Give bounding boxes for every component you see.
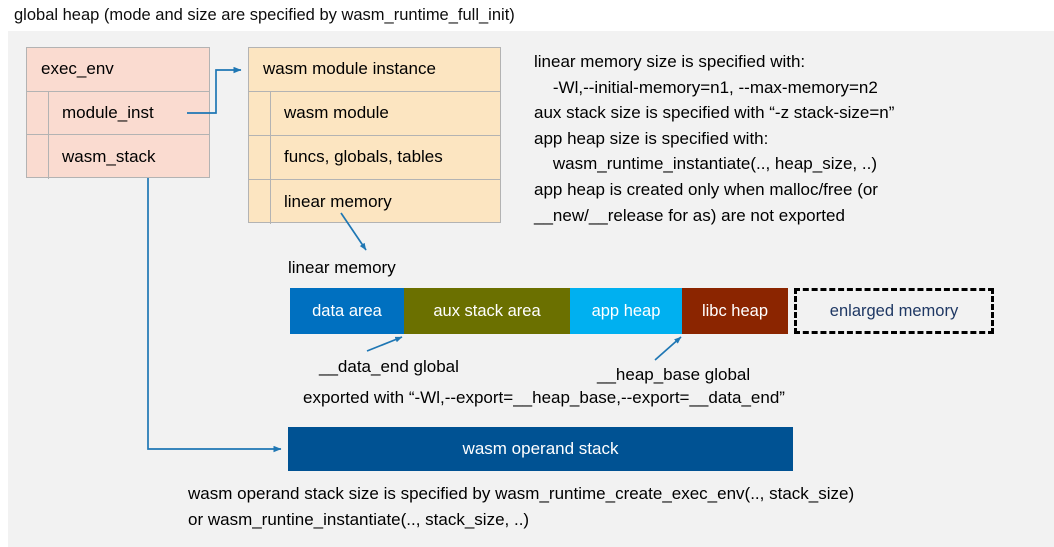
exec-env-field-wasm-stack: wasm_stack <box>62 147 156 167</box>
operand-stack-note: wasm operand stack size is specified by … <box>188 484 855 529</box>
wasm-operand-stack-box: wasm operand stack <box>288 427 793 471</box>
module-instance-title: wasm module instance <box>263 59 436 79</box>
module-instance-indent <box>249 179 271 224</box>
linear-memory-explanation-note: linear memory size is specified with: -W… <box>534 52 895 225</box>
module-instance-header-row: wasm module instance <box>249 48 500 92</box>
exec-env-header-row: exec_env <box>27 48 209 92</box>
exec-env-indent <box>27 135 49 179</box>
module-instance-row-wasm-module: wasm module <box>249 91 500 136</box>
memory-segment-libc-heap: libc heap <box>682 288 788 334</box>
linear-memory-bar-label: linear memory <box>288 258 396 277</box>
exec-env-row-wasm-stack: wasm_stack <box>27 135 209 179</box>
exec-env-row-module-inst: module_inst <box>27 91 209 136</box>
memory-segment-data-area: data area <box>290 288 404 334</box>
exec-env-title: exec_env <box>41 59 114 79</box>
module-instance-row-funcs-globals-tables: funcs, globals, tables <box>249 135 500 180</box>
module-instance-indent <box>249 135 271 179</box>
memory-segment-app-heap: app heap <box>570 288 682 334</box>
memory-segment-aux-stack-area: aux stack area <box>404 288 570 334</box>
module-instance-field-wasm-module: wasm module <box>284 103 389 123</box>
page-title: global heap (mode and size are specified… <box>14 6 515 24</box>
linear-memory-bar: data area aux stack area app heap libc h… <box>290 288 994 334</box>
exec-env-field-module-inst: module_inst <box>62 102 154 122</box>
annotation-exported-with: exported with “-Wl,--export=__heap_base,… <box>303 388 785 407</box>
exec-env-box: exec_env module_inst wasm_stack <box>26 47 210 179</box>
wasm-module-instance-box: wasm module instance wasm module funcs, … <box>248 47 501 224</box>
module-instance-field-linear-memory: linear memory <box>284 191 392 211</box>
annotation-data-end-global: __data_end global <box>319 357 459 376</box>
module-instance-row-linear-memory: linear memory <box>249 179 500 224</box>
memory-segment-enlarged-memory: enlarged memory <box>794 288 994 334</box>
module-instance-indent <box>249 91 271 135</box>
module-instance-field-funcs-globals-tables: funcs, globals, tables <box>284 147 443 167</box>
annotation-heap-base-global: __heap_base global <box>597 365 751 384</box>
exec-env-indent <box>27 91 49 135</box>
